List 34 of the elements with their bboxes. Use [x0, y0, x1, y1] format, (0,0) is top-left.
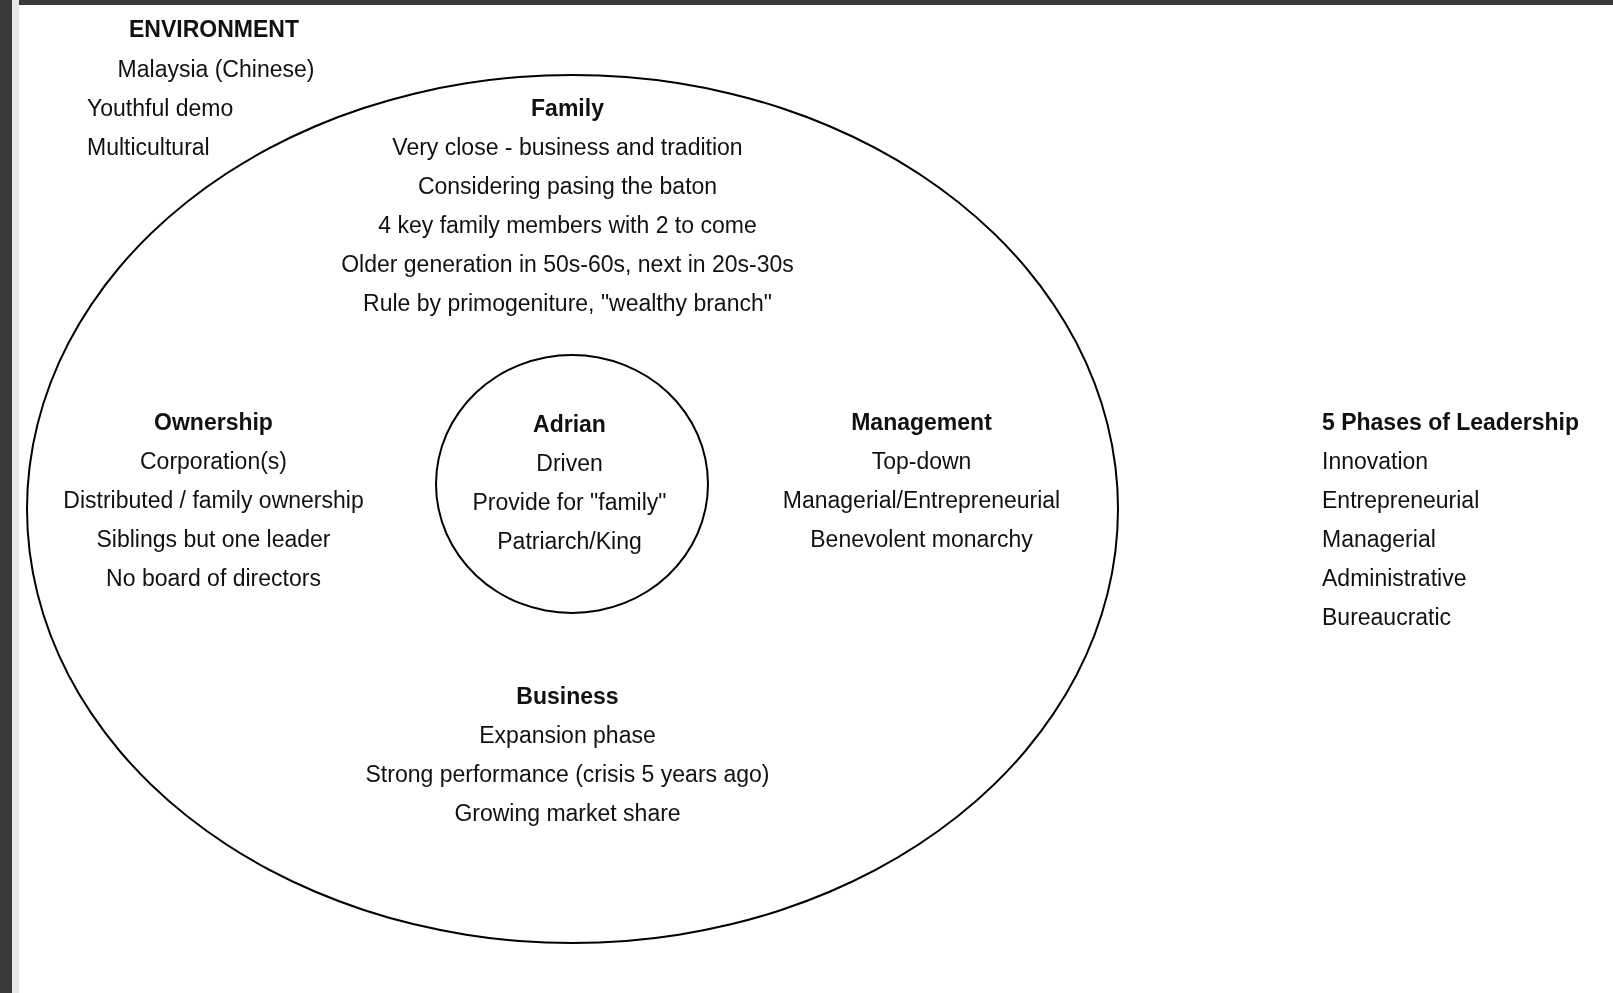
section-text: Strong performance (crisis 5 years ago)	[365, 759, 770, 788]
section-text: 4 key family members with 2 to come	[378, 210, 757, 239]
section-text: Patriarch/King	[497, 526, 642, 555]
section-text: Distributed / family ownership	[63, 485, 364, 514]
section-heading: Management	[851, 407, 992, 436]
section-text: Considering pasing the baton	[417, 171, 718, 200]
label-text: Malaysia (Chinese)	[117, 55, 315, 83]
section-text: Top-down	[871, 446, 972, 475]
section-heading: Family	[531, 93, 604, 122]
heading: ENVIRONMENT	[129, 15, 299, 43]
section-text: Growing market share	[454, 798, 681, 827]
section-heading: Business	[516, 681, 619, 710]
section-text: Expansion phase	[479, 720, 656, 749]
section-heading: Adrian	[533, 409, 606, 438]
section-heading: Ownership	[154, 407, 273, 436]
list-item: Managerial	[1322, 525, 1436, 553]
section-text: Siblings but one leader	[96, 524, 331, 553]
section-text: Benevolent monarchy	[810, 524, 1033, 553]
section-text: Corporation(s)	[140, 446, 287, 475]
list-item: Innovation	[1322, 447, 1429, 475]
section-text: No board of directors	[106, 563, 321, 592]
list-item: Bureaucratic	[1322, 603, 1452, 631]
heading: 5 Phases of Leadership	[1322, 408, 1579, 436]
circle-shape	[435, 354, 709, 614]
section-text: Managerial/Entrepreneurial	[782, 485, 1061, 514]
section-text: Driven	[536, 448, 603, 477]
section-text: Provide for "family"	[472, 487, 667, 516]
section-text: Rule by primogeniture, "wealthy branch"	[363, 288, 772, 317]
label-text: Youthful demo	[87, 94, 234, 122]
section-text: Older generation in 50s-60s, next in 20s-30s	[341, 249, 794, 278]
list-item: Entrepreneurial	[1322, 486, 1480, 514]
section-text: Very close - business and tradition	[392, 132, 743, 161]
label-text: Multicultural	[87, 133, 210, 161]
list-item: Administrative	[1322, 564, 1467, 592]
